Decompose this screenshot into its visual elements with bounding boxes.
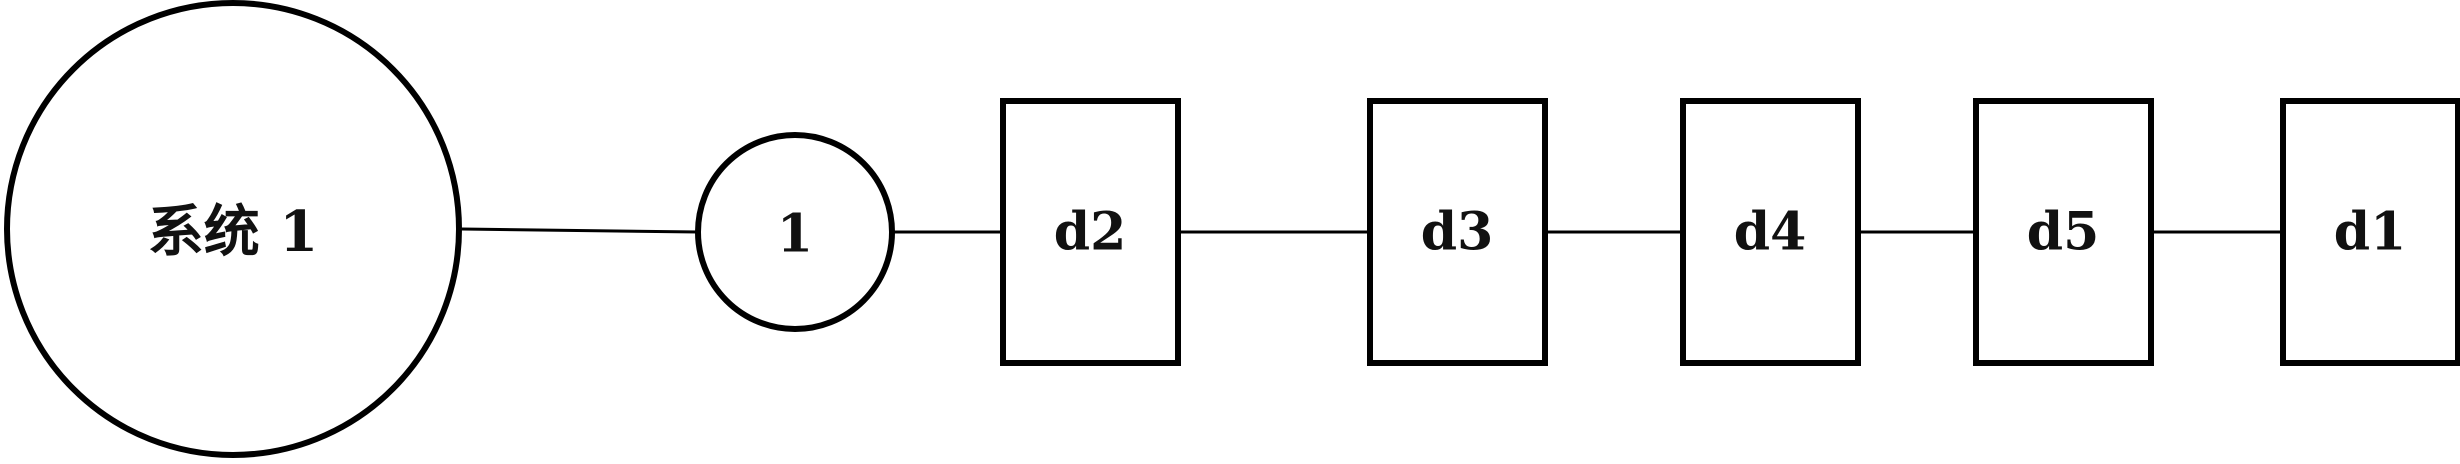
system-node-label: 系统 1 <box>148 199 318 265</box>
node-1-label: 1 <box>777 204 813 265</box>
box-d1-label: d1 <box>2334 202 2407 263</box>
box-d2-rect <box>1000 98 1181 366</box>
system-node: 系统 1 <box>4 0 462 458</box>
box-d3-rect <box>1367 98 1548 366</box>
box-d4-rect <box>1680 98 1861 366</box>
box-d3: d3 <box>1367 98 1548 366</box>
node-1: 1 <box>695 132 895 332</box>
node-1-circle <box>695 132 895 332</box>
box-d4-label: d4 <box>1734 202 1807 263</box>
box-d5-label: d5 <box>2027 202 2100 263</box>
box-d5: d5 <box>1973 98 2154 366</box>
box-d2: d2 <box>1000 98 1181 366</box>
box-d1: d1 <box>2280 98 2460 366</box>
box-d3-label: d3 <box>1421 202 1494 263</box>
box-d5-rect <box>1973 98 2154 366</box>
box-d4: d4 <box>1680 98 1861 366</box>
edge-system1-to-1 <box>461 227 699 234</box>
box-d1-rect <box>2280 98 2460 366</box>
system-node-circle <box>4 0 462 458</box>
box-d2-label: d2 <box>1054 202 1127 263</box>
